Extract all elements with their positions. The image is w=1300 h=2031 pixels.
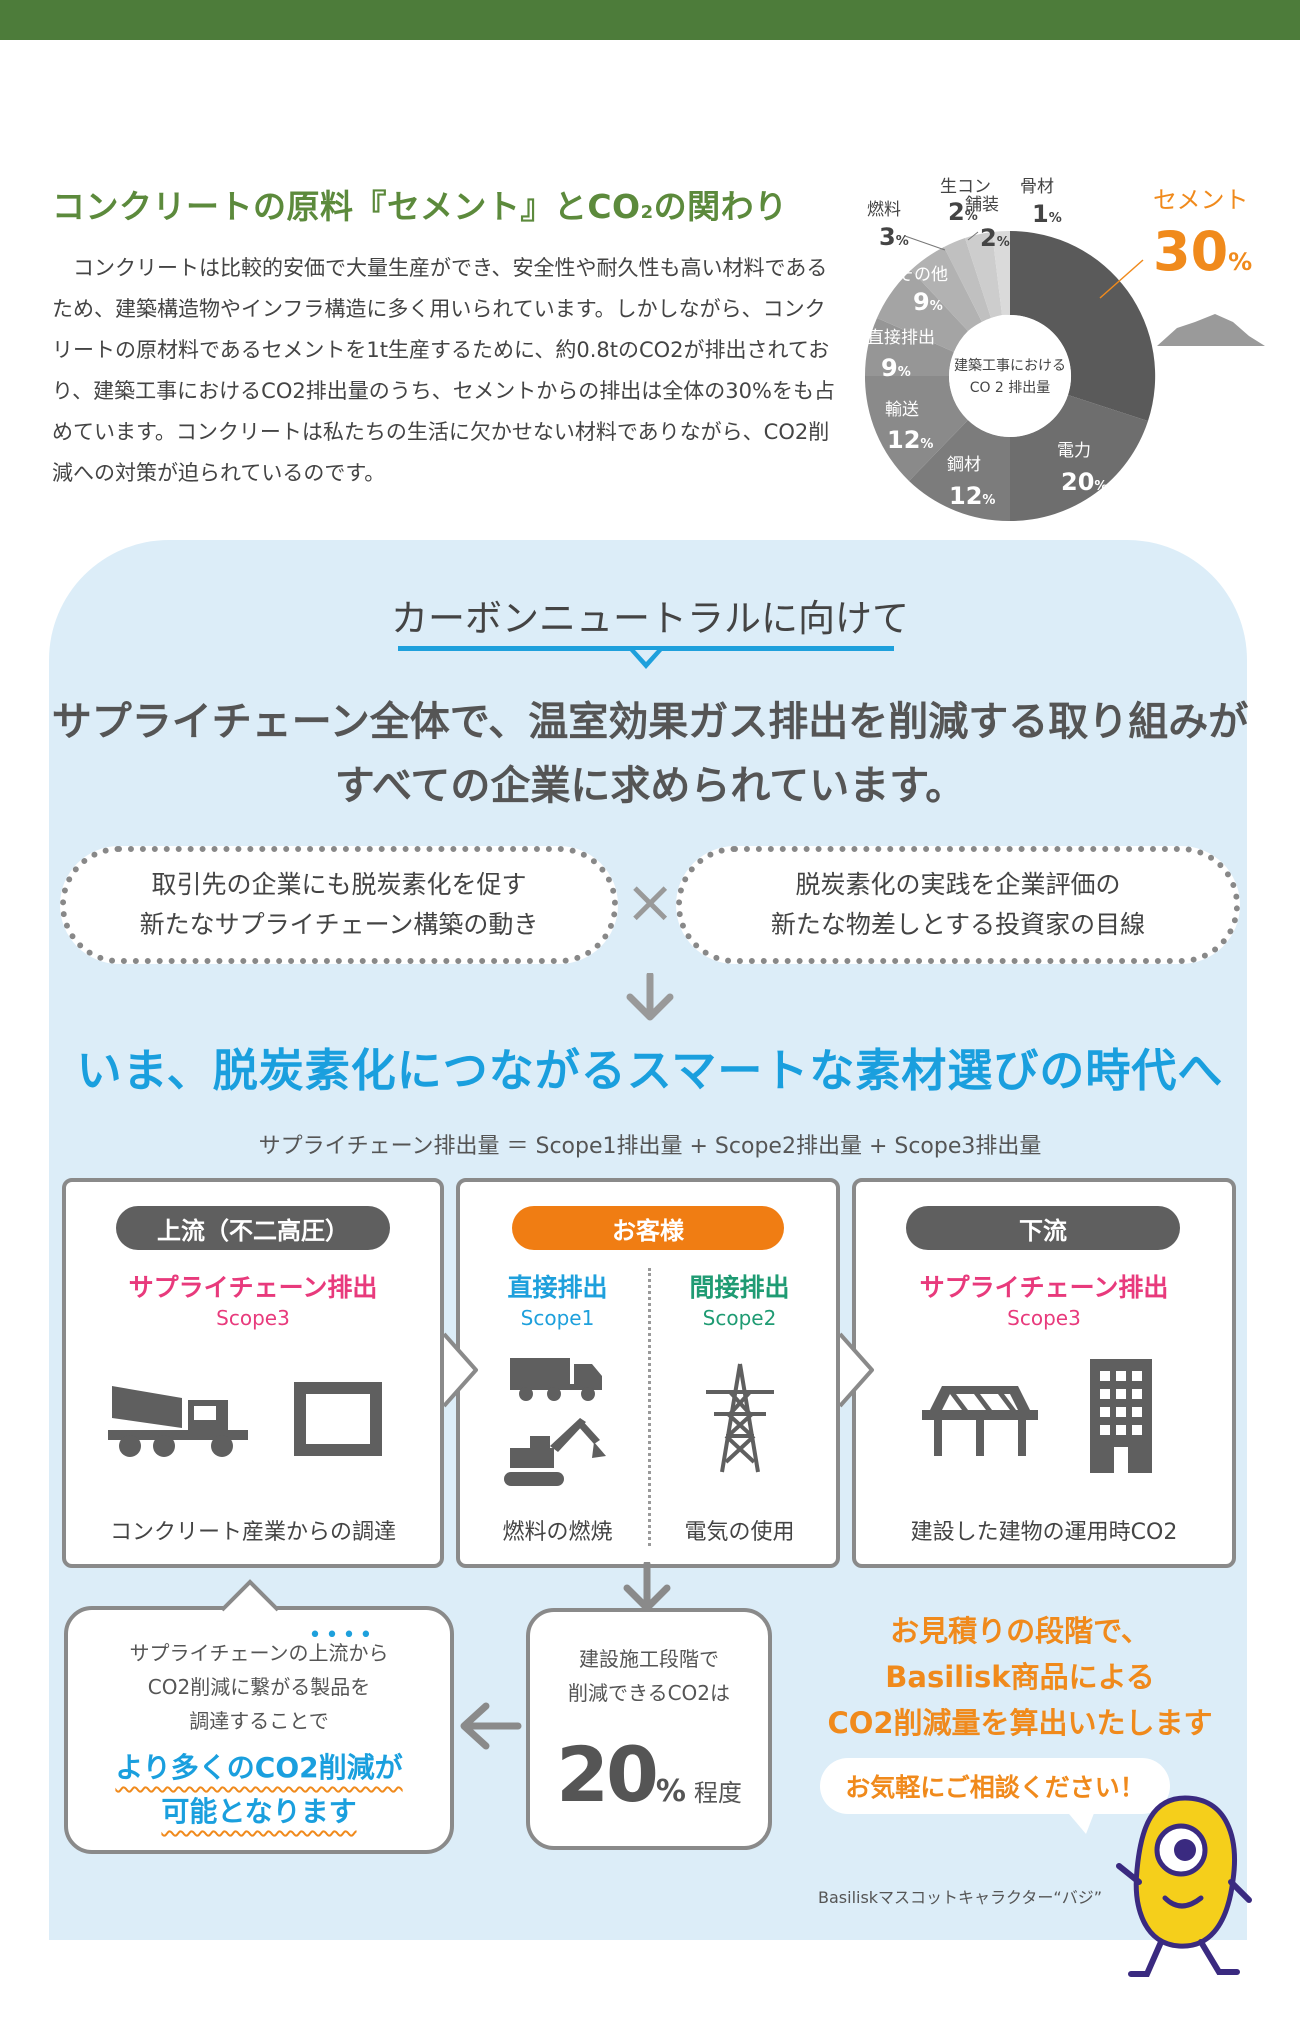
tag-upstream: 上流（不二高圧） — [116, 1206, 390, 1250]
carbon-neutral-title: カーボンニュートラルに向けて — [391, 597, 909, 640]
segment-other — [877, 270, 968, 352]
upstream-caption: コンクリート産業からの調達 — [109, 1520, 396, 1545]
bridge-icon — [922, 1386, 1038, 1456]
reduction-value: 20%程度 — [556, 1730, 742, 1819]
label-power-value: 20% — [1061, 468, 1107, 496]
power-tower-icon — [706, 1363, 774, 1473]
mascot-baji-icon — [1116, 1795, 1252, 1977]
main-message: いま、脱炭素化につながるスマートな素材選びの時代へ — [76, 1044, 1224, 1097]
label-power: 電力 — [1057, 441, 1091, 461]
building-icon — [1090, 1359, 1152, 1473]
segment-power — [1010, 395, 1148, 522]
co2-donut-chart: 建築工事における CO 2 排出量 生コン 骨材 2% 舗装 1% 燃料 3% … — [864, 177, 1265, 522]
label-transport-value: 12% — [887, 426, 933, 454]
direct-emission-scope: Scope1 — [520, 1306, 595, 1330]
segment-namacon — [944, 238, 991, 322]
bubble-construction-text: 建設施工段階で 削減できるCO2は — [567, 1647, 731, 1705]
label-other: その他 — [897, 265, 948, 285]
mascot-caption: Basiliskマスコットキャラクター“バジ” — [818, 1888, 1102, 1907]
precast-frame-icon — [294, 1382, 382, 1456]
dump-truck-icon — [510, 1358, 602, 1401]
label-cement-value: 30% — [1153, 220, 1252, 283]
label-namacon: 生コン — [940, 177, 991, 197]
mixer-truck-icon — [108, 1386, 248, 1457]
fuel-caption: 燃料の燃焼 — [502, 1520, 613, 1545]
bubble-upstream-emphasis-1: より多くのCO2削減が — [115, 1751, 403, 1784]
emission-formula: サプライチェーン排出量 ＝ Scope1排出量 + Scope2排出量 + Sc… — [258, 1134, 1042, 1159]
label-fuel: 燃料 — [867, 200, 901, 220]
label-direct: 直接排出 — [867, 328, 935, 348]
label-steel: 鋼材 — [947, 455, 981, 475]
customer-divider — [648, 1268, 651, 1546]
bubble-upstream-emphasis-2: 可能となります — [161, 1795, 357, 1828]
label-cement: セメント — [1153, 186, 1249, 214]
bubble-upstream-text: サプライチェーンの上流••••から CO2削減に繋がる製品を 調達することで — [129, 1623, 389, 1733]
segment-fuel — [911, 247, 982, 331]
label-fuel-value: 3% — [879, 223, 909, 251]
emphasis-dots: 上流•••• — [308, 1623, 377, 1665]
excavator-icon — [504, 1418, 606, 1486]
arrow-down-icon — [626, 973, 674, 1021]
label-paving-value: 2% — [980, 224, 1010, 252]
label-paving: 舗装 — [965, 195, 999, 215]
chevron-right-icon — [838, 1332, 874, 1408]
downstream-title: サプライチェーン排出 — [919, 1273, 1169, 1302]
bubble-tail — [220, 1579, 280, 1612]
label-steel-value: 12% — [949, 482, 995, 510]
pill-investors: 脱炭素化の実践を企業評価の 新たな物差しとする投資家の目線 — [676, 846, 1240, 964]
times-icon: × — [625, 867, 676, 937]
label-transport: 輸送 — [885, 400, 919, 420]
intro-body: コンクリートは比較的安価で大量生産ができ、安全性や耐久性も高い材料であるため、建… — [52, 256, 835, 485]
leader-fuel — [904, 235, 946, 251]
estimate-message: お見積りの段階で、 Basilisk商品による CO2削減量を算出いたします — [827, 1614, 1213, 1740]
segment-aggregate — [992, 230, 1010, 315]
donut-center-line2: CO 2 排出量 — [970, 380, 1051, 396]
segment-paving — [965, 232, 1002, 318]
segment-transport — [864, 376, 968, 481]
pill-supply-chain: 取引先の企業にも脱炭素化を促す 新たなサプライチェーン構築の動き — [60, 846, 618, 964]
label-other-value: 9% — [913, 288, 943, 316]
electricity-caption: 電気の使用 — [684, 1520, 795, 1545]
direct-emission-title: 直接排出 — [507, 1273, 608, 1302]
arrow-left-icon — [460, 1702, 522, 1750]
label-aggregate-value: 1% — [1032, 200, 1062, 228]
donut-segments — [864, 230, 1156, 522]
segment-cement — [1010, 230, 1156, 421]
downstream-scope: Scope3 — [1007, 1306, 1081, 1330]
leader-paving — [967, 231, 979, 241]
indirect-emission-title: 間接排出 — [689, 1273, 790, 1302]
bubble-upstream-benefit — [64, 1606, 454, 1854]
intro-title: コンクリートの原料『セメント』とCO2の関わり — [52, 187, 788, 226]
top-bar — [0, 0, 1300, 40]
downstream-caption: 建設した建物の運用時CO2 — [910, 1520, 1178, 1545]
consult-bubble-tail — [1064, 1808, 1096, 1834]
label-namacon-value: 2% — [948, 198, 978, 226]
bubble-construction-reduction — [526, 1608, 772, 1850]
tag-customer: お客様 — [512, 1206, 784, 1250]
chevron-right-icon — [442, 1332, 478, 1408]
title-notch-inner — [635, 650, 657, 662]
consult-bubble: お気軽にご相談ください！ — [820, 1758, 1170, 1814]
upstream-title: サプライチェーン排出 — [128, 1273, 378, 1302]
segment-steel — [909, 420, 1010, 522]
cement-pile-icon — [1157, 314, 1265, 346]
label-direct-value: 9% — [881, 354, 911, 382]
donut-center-line1: 建築工事における — [954, 358, 1066, 374]
title-underline — [398, 646, 894, 651]
label-aggregate: 骨材 — [1020, 177, 1054, 197]
headline: サプライチェーン全体で、温室効果ガス排出を削減する取り組みが すべての企業に求め… — [51, 699, 1249, 809]
leader-cement — [1099, 259, 1144, 299]
tag-downstream: 下流 — [906, 1206, 1180, 1250]
segment-direct — [864, 318, 954, 376]
upstream-scope: Scope3 — [216, 1306, 290, 1330]
indirect-emission-scope: Scope2 — [702, 1306, 777, 1330]
